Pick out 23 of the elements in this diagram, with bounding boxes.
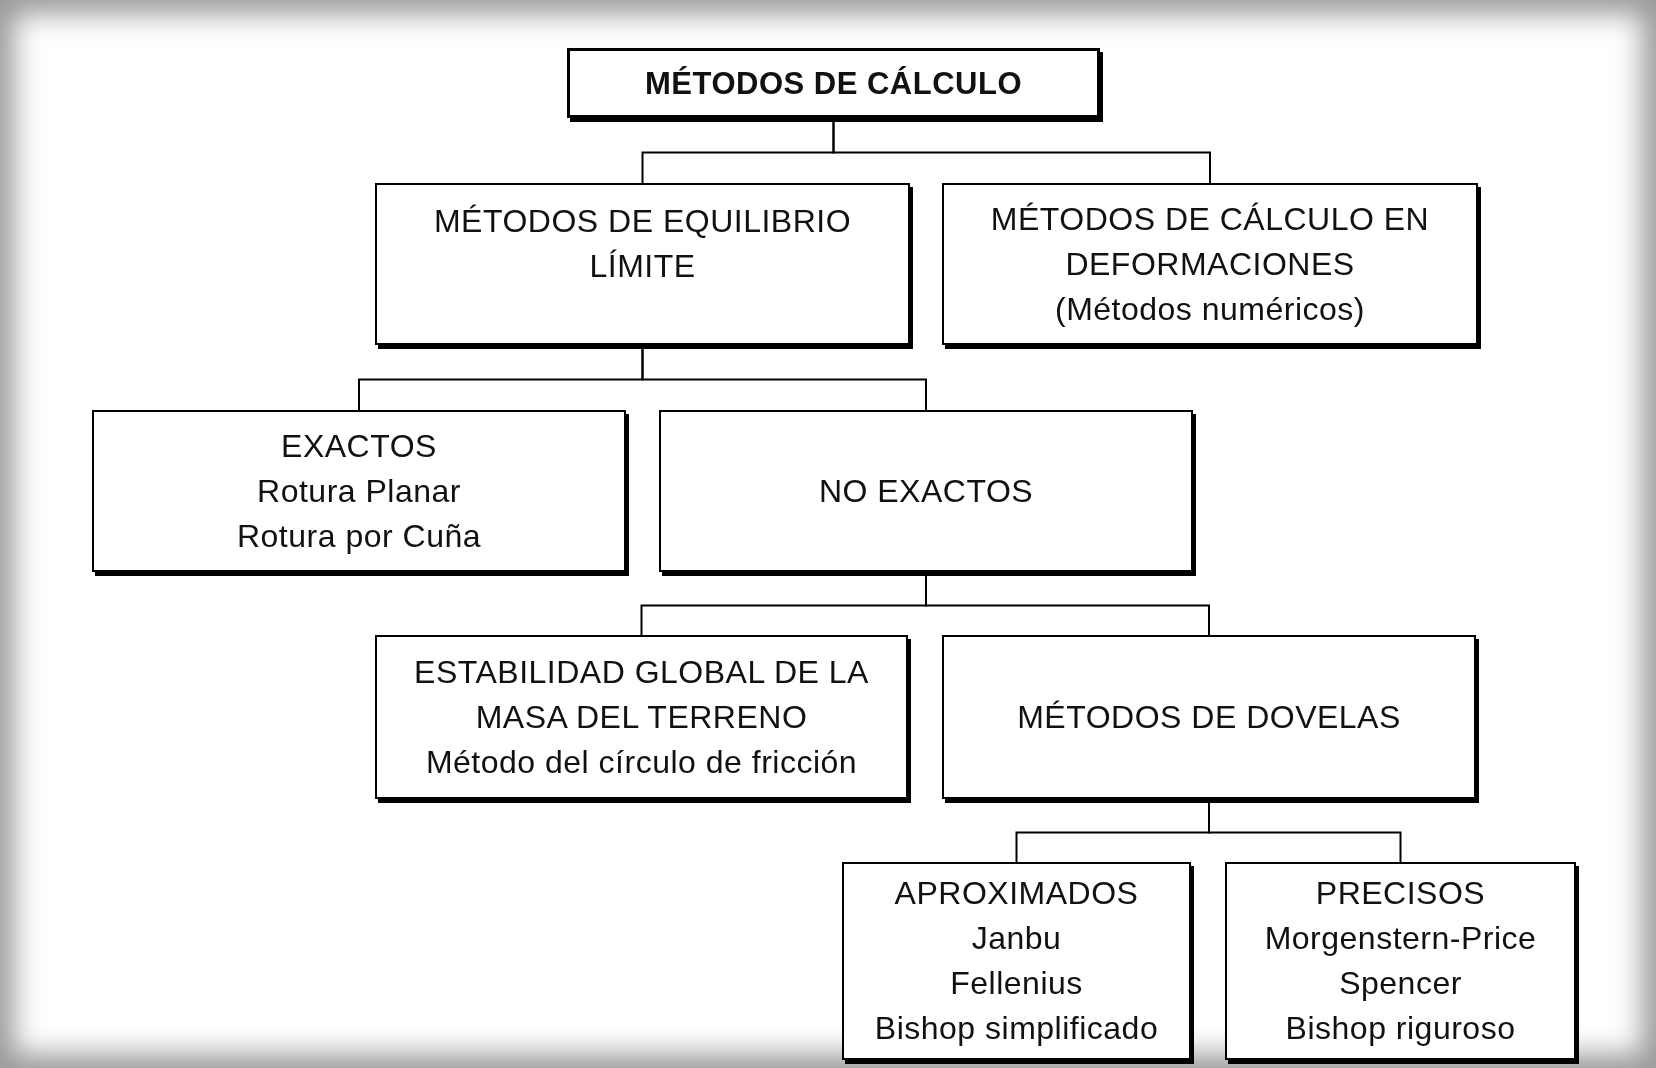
box-text: NO EXACTOS [818,471,1034,511]
box-text: Método del círculo de fricción [425,742,858,782]
box-text: APROXIMADOS [894,874,1139,913]
box-text: Bishop riguroso [1285,1009,1516,1048]
box-text: MÉTODOS DE CÁLCULO [645,64,1022,103]
connector-line [1208,802,1402,863]
connector-line [641,348,927,411]
box-text: PRECISOS [1315,874,1486,913]
box-text: ESTABILIDAD GLOBAL DE LA MASA DEL TERRENO [413,652,870,737]
box-text: Janbu [971,919,1062,958]
box-text: MÉTODOS DE DOVELAS [1017,697,1401,737]
box-text: MÉTODOS DE EQUILIBRIO LÍMITE [432,202,853,286]
box-text: EXACTOS [281,426,437,466]
box-text: (Métodos numéricos) [1054,289,1365,329]
box-text: Fellenius [950,964,1083,1003]
box-text: Bishop simplificado [874,1009,1159,1048]
connector-line [832,121,1211,184]
box-text: Morgenstern-Price [1264,919,1537,958]
connector-line [925,575,1210,636]
box-text: Rotura Planar [257,471,461,511]
box-text: Spencer [1339,964,1462,1003]
box-text: Rotura por Cuña [236,516,482,556]
box-text: MÉTODOS DE CÁLCULO EN DEFORMACIONES [989,199,1431,284]
